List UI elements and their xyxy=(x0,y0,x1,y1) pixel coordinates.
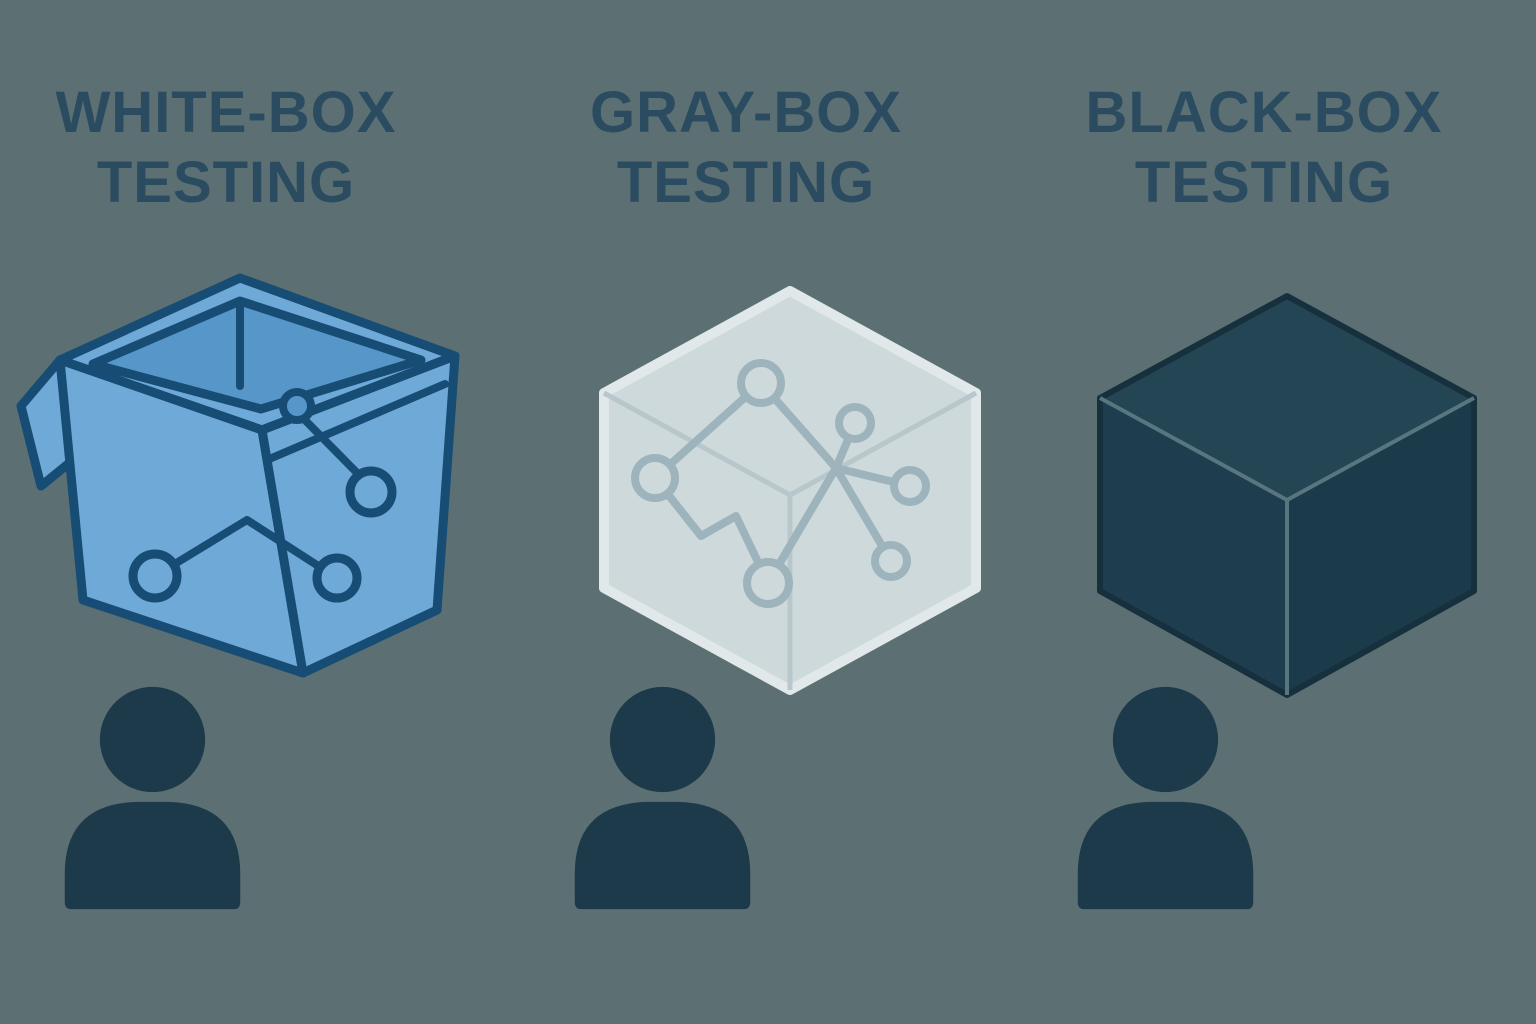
network-node xyxy=(345,466,397,518)
box-interior xyxy=(88,296,426,414)
white-box-title-line1: WHITE-BOX xyxy=(55,80,397,145)
white-box-network-graph xyxy=(128,388,397,603)
black-box-title-line2: TESTING xyxy=(1134,150,1394,215)
person-head xyxy=(609,686,716,793)
white-box-title: WHITE-BOX TESTING xyxy=(0,78,456,218)
network-node xyxy=(279,388,315,424)
network-edge xyxy=(651,474,772,587)
network-node xyxy=(128,549,182,603)
network-node xyxy=(312,553,362,603)
network-node xyxy=(631,454,679,502)
solid-black-cube-icon xyxy=(1097,293,1477,698)
gray-box-title-line1: GRAY-BOX xyxy=(589,80,903,145)
black-cube-right-face xyxy=(1287,398,1474,695)
box-fold-crease xyxy=(263,380,449,464)
black-cube-left-face xyxy=(1100,398,1287,695)
person-shoulders xyxy=(1077,801,1254,910)
white-box-title-line2: TESTING xyxy=(96,150,356,215)
tester-person-icon xyxy=(1077,686,1254,910)
person-head xyxy=(99,686,206,793)
person-shoulders xyxy=(64,801,241,910)
tester-person-icon xyxy=(64,686,241,910)
network-edge xyxy=(151,516,341,582)
black-box-title: BLACK-BOX TESTING xyxy=(1034,78,1494,218)
open-blue-box-with-network-icon xyxy=(16,273,460,678)
network-node xyxy=(737,359,785,407)
gray-box-title-line2: TESTING xyxy=(616,150,876,215)
gray-box-network-graph xyxy=(631,359,930,608)
person-head xyxy=(1112,686,1219,793)
network-node xyxy=(871,541,911,581)
box-front-right-face xyxy=(257,351,460,678)
gray-box-title: GRAY-BOX TESTING xyxy=(516,78,976,218)
network-node xyxy=(835,403,875,443)
tester-person-icon xyxy=(574,686,751,910)
network-node xyxy=(890,466,930,506)
black-box-title-line1: BLACK-BOX xyxy=(1085,80,1443,145)
person-shoulders xyxy=(574,801,751,910)
network-node xyxy=(743,558,793,608)
translucent-gray-cube-with-network-icon xyxy=(599,286,981,695)
